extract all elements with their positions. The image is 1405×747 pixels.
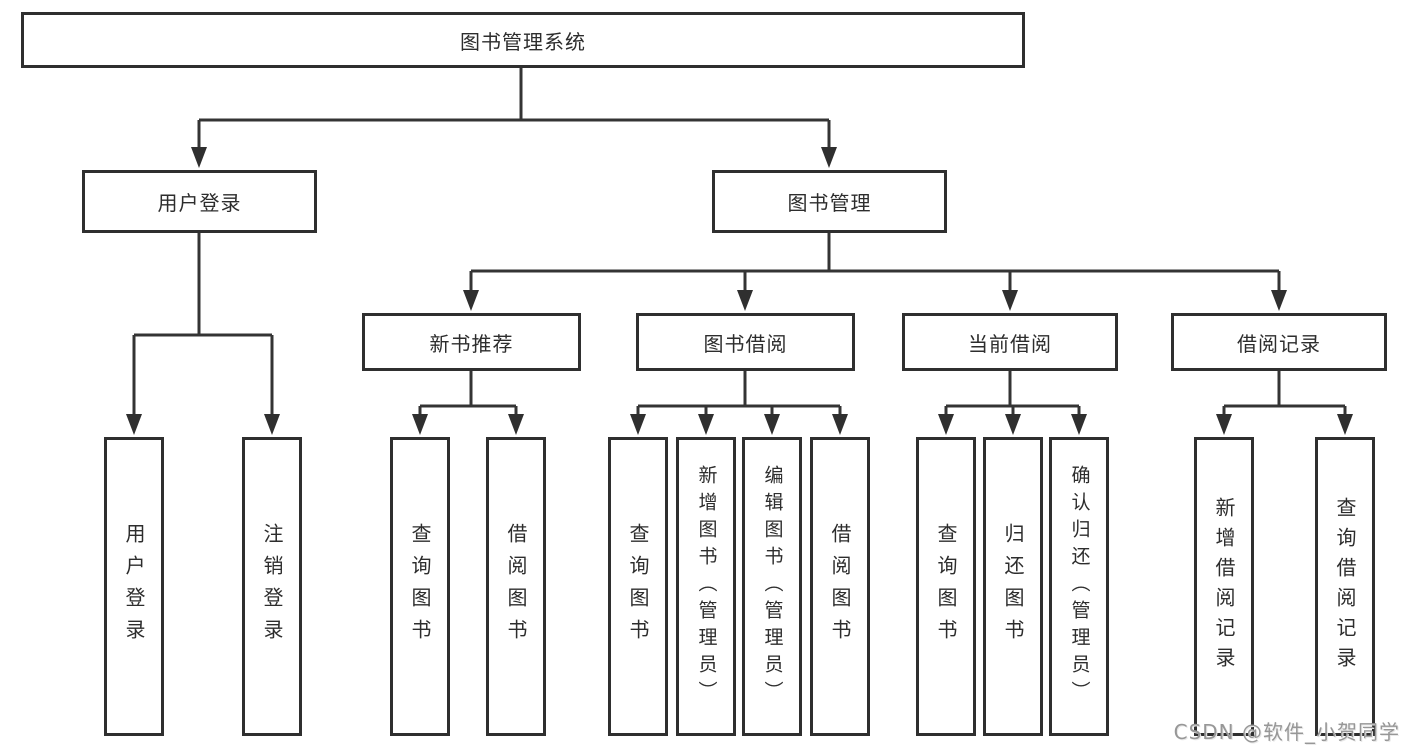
leaf-borrow-books-recommend: 借阅图书 (486, 437, 546, 736)
leaf-query-books-current: 查询图书 (916, 437, 976, 736)
leaf-add-book-admin: 新增图书（管理员） (676, 437, 736, 736)
node-new-book-recommend: 新书推荐 (362, 313, 581, 371)
node-book-management: 图书管理 (712, 170, 947, 233)
leaf-edit-book-admin: 编辑图书（管理员） (742, 437, 802, 736)
leaf-query-borrow-record: 查询借阅记录 (1315, 437, 1375, 736)
node-book-borrow: 图书借阅 (636, 313, 855, 371)
node-library-system: 图书管理系统 (21, 12, 1025, 68)
node-borrow-records: 借阅记录 (1171, 313, 1387, 371)
leaf-logout: 注销登录 (242, 437, 302, 736)
leaf-query-books-recommend: 查询图书 (390, 437, 450, 736)
leaf-add-borrow-record: 新增借阅记录 (1194, 437, 1254, 736)
leaf-borrow-books: 借阅图书 (810, 437, 870, 736)
node-user-login: 用户登录 (82, 170, 317, 233)
leaf-confirm-return-admin: 确认归还（管理员） (1049, 437, 1109, 736)
node-current-borrow: 当前借阅 (902, 313, 1118, 371)
leaf-return-book: 归还图书 (983, 437, 1043, 736)
leaf-query-books-borrow: 查询图书 (608, 437, 668, 736)
csdn-watermark: CSDN @软件_小贺同学 (1173, 720, 1400, 744)
leaf-user-login: 用户登录 (104, 437, 164, 736)
